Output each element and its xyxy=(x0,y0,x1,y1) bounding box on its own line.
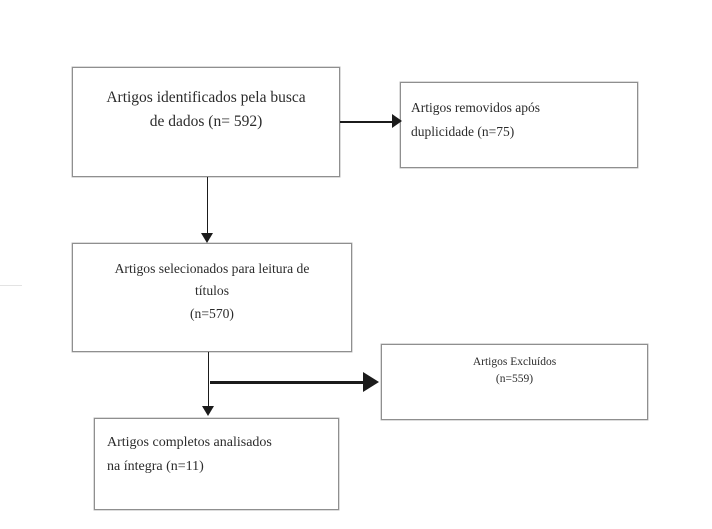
flow-box-artigos-removidos-line1: Artigos removidos após xyxy=(411,100,540,115)
flow-box-artigos-identificados[interactable]: Artigos identificados pela busca de dados… xyxy=(72,67,340,177)
connector-selecionados-to-excluidos-line xyxy=(210,381,367,385)
flow-box-artigos-excluidos-text: Artigos Excluídos (n=559) xyxy=(382,354,647,389)
flow-box-artigos-selecionados-line2: títulos xyxy=(195,283,229,299)
flow-box-artigos-completos-text: Artigos completos analisados na íntegra (… xyxy=(95,431,338,479)
flow-box-artigos-removidos-text: Artigos removidos após duplicidade (n=75) xyxy=(401,96,637,143)
flow-box-artigos-removidos-line2: duplicidade (n=75) xyxy=(411,123,515,139)
flow-box-artigos-selecionados-line3: (n=570) xyxy=(190,305,234,321)
flow-box-artigos-removidos[interactable]: Artigos removidos após duplicidade (n=75) xyxy=(400,82,638,168)
flow-box-artigos-excluidos-line1: Artigos Excluídos xyxy=(472,356,557,368)
flow-box-artigos-selecionados-text: Artigos selecionados para leitura de títu… xyxy=(73,258,351,325)
connector-selecionados-to-completos-line xyxy=(207,352,210,409)
flow-box-artigos-identificados-line1: Artigos identificados pela busca xyxy=(106,89,306,106)
connector-identificados-to-selecionados-line xyxy=(206,177,209,236)
arrow-head-down-icon xyxy=(202,406,214,416)
flow-box-artigos-completos-line2: na íntegra (n=11) xyxy=(107,458,204,474)
arrow-head-down-icon xyxy=(201,233,213,243)
flow-box-artigos-excluidos-line2: (n=559) xyxy=(495,373,534,386)
margin-tick-mark xyxy=(0,285,22,287)
arrow-head-right-icon xyxy=(363,372,379,392)
flow-box-artigos-identificados-text: Artigos identificados pela busca de dados… xyxy=(73,86,339,134)
flow-box-artigos-identificados-line2: de dados (n= 592) xyxy=(149,113,263,131)
flow-box-artigos-excluidos[interactable]: Artigos Excluídos (n=559) xyxy=(381,344,648,420)
flow-box-artigos-selecionados-line1: Artigos selecionados para leitura de xyxy=(114,261,310,276)
flow-box-artigos-completos[interactable]: Artigos completos analisados na íntegra (… xyxy=(94,418,339,510)
flow-box-artigos-completos-line1: Artigos completos analisados xyxy=(107,435,272,450)
flow-box-artigos-selecionados[interactable]: Artigos selecionados para leitura de títu… xyxy=(72,243,352,352)
connector-identificados-to-removidos-line xyxy=(340,121,394,123)
arrow-head-right-icon xyxy=(392,114,402,128)
